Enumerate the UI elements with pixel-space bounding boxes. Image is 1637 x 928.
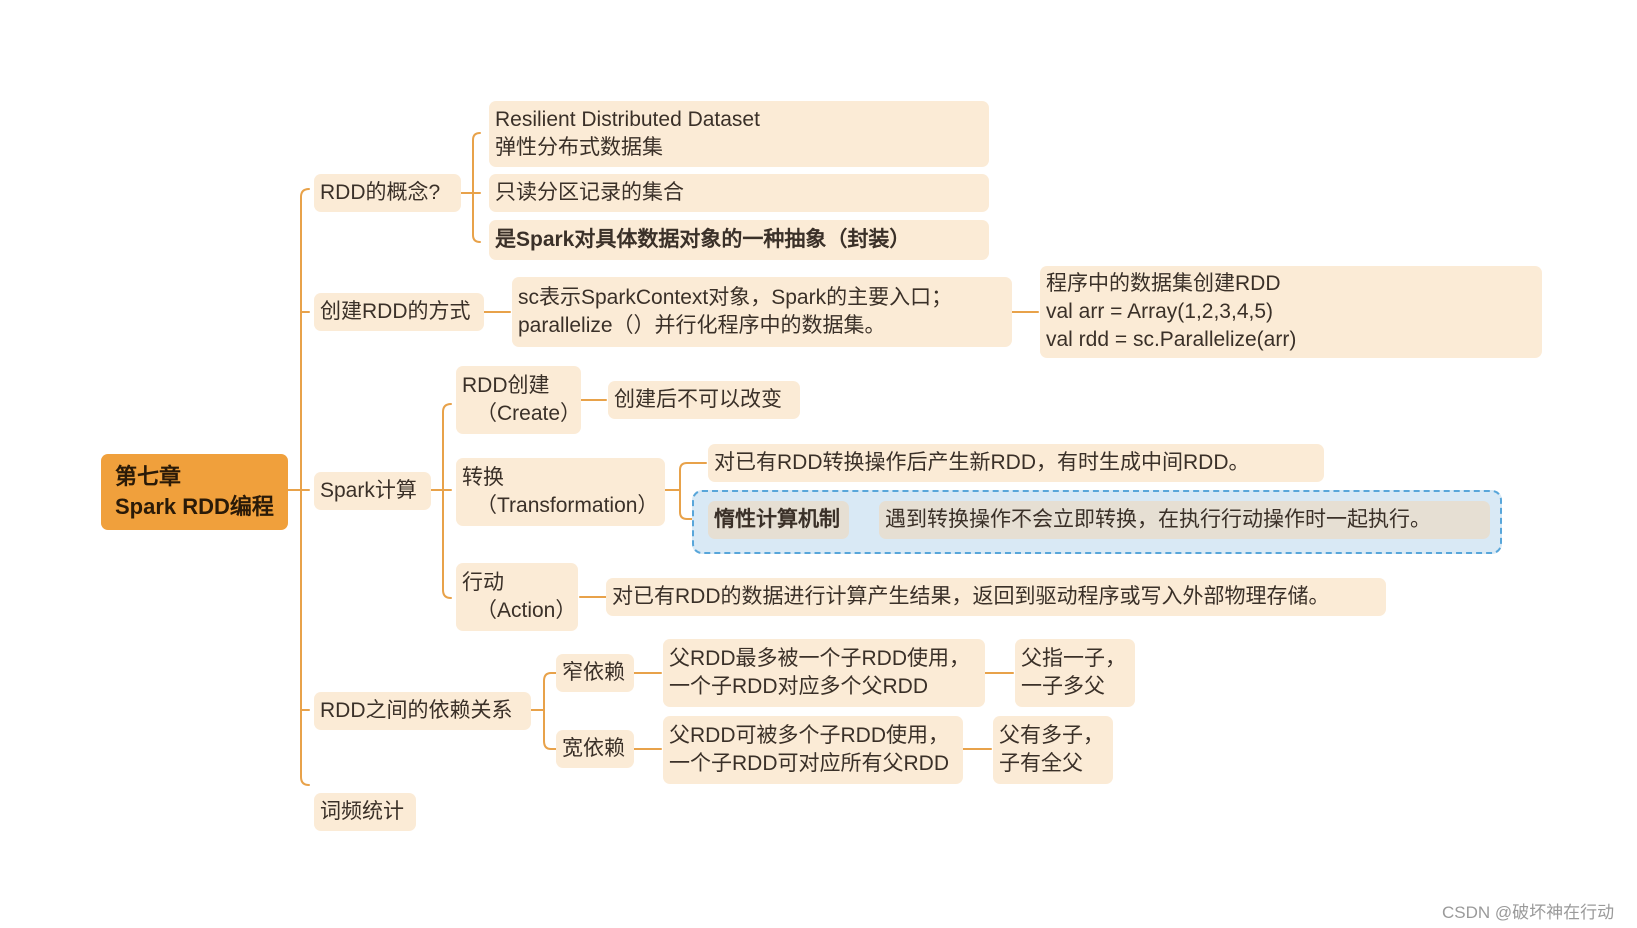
- compute-label: Spark计算: [320, 479, 417, 502]
- rdd-create-line2: （Create）: [476, 402, 582, 425]
- concept-abstraction-text: 是Spark对具体数据对象的一种抽象（封装）: [495, 228, 911, 251]
- root-chapter-node[interactable]: 第七章 Spark RDD编程: [101, 454, 288, 530]
- wide-dependency-node[interactable]: 宽依赖: [556, 730, 634, 768]
- create-code-line1: 程序中的数据集创建RDD: [1046, 272, 1281, 295]
- wordcount-node[interactable]: 词频统计: [314, 793, 416, 831]
- concept-abstraction-node[interactable]: 是Spark对具体数据对象的一种抽象（封装）: [489, 220, 989, 260]
- watermark: CSDN @破坏神在行动: [1442, 903, 1615, 922]
- narrow-summary-line1: 父指一子，: [1021, 647, 1126, 670]
- create-sc-line1: sc表示SparkContext对象，Spark的主要入口；: [518, 286, 953, 309]
- dependency-node[interactable]: RDD之间的依赖关系: [314, 692, 531, 730]
- concept-definition-node[interactable]: Resilient Distributed Dataset 弹性分布式数据集: [489, 101, 989, 167]
- root-title: 第七章: [115, 464, 182, 489]
- wide-summary-line2: 子有全父: [999, 752, 1083, 775]
- concept-def-zh: 弹性分布式数据集: [495, 136, 663, 159]
- narrow-summary-node[interactable]: 父指一子， 一子多父: [1015, 639, 1135, 707]
- transform-detail-text: 对已有RDD转换操作后产生新RDD，有时生成中间RDD。: [714, 451, 1250, 474]
- create-label: 创建RDD的方式: [320, 300, 471, 323]
- rdd-create-detail-node[interactable]: 创建后不可以改变: [608, 381, 800, 419]
- create-node[interactable]: 创建RDD的方式: [314, 293, 484, 331]
- wide-detail-line1: 父RDD可被多个子RDD使用，: [669, 724, 949, 747]
- action-line2: （Action）: [476, 599, 577, 622]
- create-sc-node[interactable]: sc表示SparkContext对象，Spark的主要入口； paralleli…: [512, 277, 1012, 347]
- rdd-create-line1: RDD创建: [462, 374, 550, 397]
- connector-transform: [664, 462, 707, 520]
- concept-readonly-text: 只读分区记录的集合: [495, 181, 684, 204]
- rdd-create-detail-text: 创建后不可以改变: [614, 388, 782, 411]
- action-node[interactable]: 行动 （Action）: [456, 563, 578, 631]
- wide-summary-line1: 父有多子，: [999, 724, 1104, 747]
- create-sc-line2: parallelize（）并行化程序中的数据集。: [518, 314, 886, 337]
- action-detail-text: 对已有RDD的数据进行计算产生结果，返回到驱动程序或写入外部物理存储。: [612, 585, 1330, 608]
- create-code-line3: val rdd = sc.Parallelize(arr): [1046, 328, 1297, 351]
- transform-line2: （Transformation）: [476, 494, 659, 517]
- narrow-detail-line2: 一个子RDD对应多个父RDD: [669, 675, 928, 698]
- transform-node[interactable]: 转换 （Transformation）: [456, 458, 665, 526]
- wide-detail-line2: 一个子RDD可对应所有父RDD: [669, 752, 949, 775]
- create-code-line2: val arr = Array(1,2,3,4,5): [1046, 300, 1274, 323]
- dependency-label: RDD之间的依赖关系: [320, 699, 513, 722]
- connector-dependency: [530, 672, 557, 750]
- connector-compute: [430, 403, 452, 599]
- lazy-evaluation-node[interactable]: 惰性计算机制: [708, 501, 849, 539]
- wide-detail-node[interactable]: 父RDD可被多个子RDD使用， 一个子RDD可对应所有父RDD: [663, 716, 963, 784]
- transform-line1: 转换: [462, 466, 504, 489]
- narrow-summary-line2: 一子多父: [1021, 675, 1105, 698]
- wide-summary-node[interactable]: 父有多子， 子有全父: [993, 716, 1113, 784]
- lazy-detail-node[interactable]: 遇到转换操作不会立即转换，在执行行动操作时一起执行。: [879, 501, 1490, 539]
- root-subtitle: Spark RDD编程: [115, 494, 274, 519]
- narrow-detail-node[interactable]: 父RDD最多被一个子RDD使用， 一个子RDD对应多个父RDD: [663, 639, 985, 707]
- wordcount-label: 词频统计: [320, 800, 404, 823]
- create-code-node[interactable]: 程序中的数据集创建RDD val arr = Array(1,2,3,4,5) …: [1040, 266, 1542, 358]
- lazy-evaluation-label: 惰性计算机制: [714, 508, 840, 531]
- wide-dependency-label: 宽依赖: [562, 737, 625, 760]
- concept-node[interactable]: RDD的概念?: [314, 174, 461, 212]
- transform-detail-node[interactable]: 对已有RDD转换操作后产生新RDD，有时生成中间RDD。: [708, 444, 1324, 482]
- rdd-create-node[interactable]: RDD创建 （Create）: [456, 366, 581, 434]
- action-line1: 行动: [462, 571, 504, 594]
- narrow-dependency-node[interactable]: 窄依赖: [556, 654, 634, 692]
- concept-def-en: Resilient Distributed Dataset: [495, 108, 760, 131]
- connector-spine: [300, 188, 310, 786]
- compute-node[interactable]: Spark计算: [314, 472, 431, 510]
- concept-label: RDD的概念?: [320, 181, 441, 204]
- narrow-dependency-label: 窄依赖: [562, 661, 625, 684]
- action-detail-node[interactable]: 对已有RDD的数据进行计算产生结果，返回到驱动程序或写入外部物理存储。: [606, 578, 1386, 616]
- connector-concept: [460, 132, 481, 243]
- lazy-detail-text: 遇到转换操作不会立即转换，在执行行动操作时一起执行。: [885, 508, 1431, 531]
- concept-readonly-node[interactable]: 只读分区记录的集合: [489, 174, 989, 212]
- narrow-detail-line1: 父RDD最多被一个子RDD使用，: [669, 647, 970, 670]
